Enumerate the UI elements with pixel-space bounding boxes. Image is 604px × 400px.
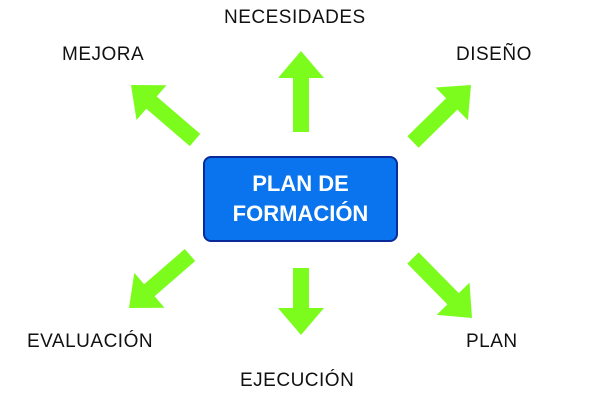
- arrow-plan: [407, 252, 472, 318]
- arrow-evaluacion: [129, 249, 196, 308]
- arrow-downleft-shape: [129, 249, 196, 308]
- label-evaluacion: EVALUACIÓN: [27, 331, 154, 352]
- label-mejora: MEJORA: [62, 44, 145, 65]
- label-necesidades: NECESIDADES: [224, 7, 366, 28]
- center-box-plan-de-formacion: PLAN DE FORMACIÓN: [203, 156, 398, 242]
- center-title-line-1: PLAN DE: [252, 171, 349, 196]
- arrow-diseno: [407, 85, 471, 148]
- center-title-line-2: FORMACIÓN: [232, 201, 369, 226]
- label-plan: PLAN: [466, 331, 518, 352]
- arrow-up-shape: [278, 51, 324, 132]
- arrow-necesidades: [278, 51, 324, 132]
- arrow-ejecucion: [278, 268, 324, 335]
- arrow-downright-shape: [407, 252, 472, 318]
- arrow-upleft-shape: [131, 85, 201, 147]
- arrow-upright-shape: [407, 85, 471, 148]
- label-ejecucion: EJECUCIÓN: [240, 370, 355, 391]
- label-diseno: DISEÑO: [456, 44, 532, 65]
- arrow-down-shape: [278, 268, 324, 335]
- arrow-mejora: [131, 85, 201, 147]
